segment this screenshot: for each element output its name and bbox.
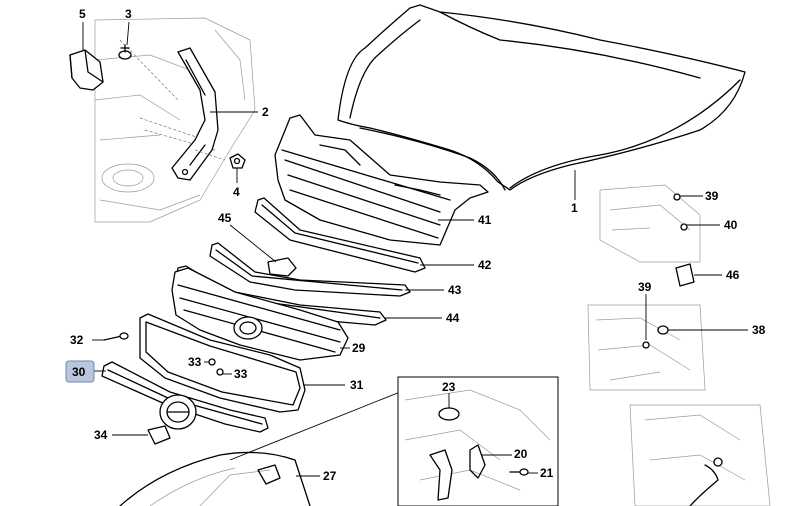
callout-30[interactable]: 30 (72, 365, 86, 379)
clip-33-upper[interactable] (208, 358, 216, 366)
hood-underside-sketch[interactable] (119, 451, 311, 506)
callout-43[interactable]: 43 (448, 283, 462, 297)
bracket-46[interactable] (675, 263, 695, 287)
nut-4[interactable] (229, 153, 246, 169)
detail-box-latch (397, 376, 559, 506)
callout-39-upper[interactable]: 39 (705, 189, 719, 203)
clip-40[interactable] (680, 223, 688, 231)
chrome-trim-strip[interactable] (209, 242, 411, 297)
bolt-21[interactable] (509, 468, 529, 476)
rubber-bumper-23[interactable] (438, 407, 460, 421)
bumper-38[interactable] (657, 325, 669, 335)
callout-42[interactable]: 42 (478, 258, 492, 272)
screw-3[interactable] (118, 44, 132, 60)
grille-clip[interactable] (267, 257, 297, 277)
engine-bay-background-sketch (94, 17, 256, 223)
callout-40[interactable]: 40 (724, 218, 738, 232)
callout-39-lower[interactable]: 39 (638, 280, 652, 294)
grille-bezel[interactable] (139, 313, 306, 413)
callout-34[interactable]: 34 (94, 428, 108, 442)
right-lower-sketch (629, 404, 771, 506)
hood-panel[interactable] (337, 4, 746, 191)
leader-45 (229, 224, 277, 263)
callout-1[interactable]: 1 (571, 201, 578, 215)
bolt-39-lower[interactable] (642, 341, 650, 349)
callout-21[interactable]: 21 (540, 466, 554, 480)
callout-20[interactable]: 20 (514, 447, 528, 461)
right-upper-sketch (599, 184, 701, 263)
emblem[interactable] (159, 394, 197, 430)
selected-callout-highlight (65, 360, 95, 383)
callout-33-lower[interactable]: 33 (234, 367, 248, 381)
callout-3[interactable]: 3 (125, 7, 132, 21)
grille-trim-strip[interactable] (254, 197, 426, 273)
callout-2[interactable]: 2 (262, 105, 269, 119)
hood-latch-20[interactable] (429, 444, 486, 501)
screw-32[interactable] (103, 332, 129, 341)
upper-grille[interactable] (274, 114, 489, 246)
callout-41[interactable]: 41 (478, 213, 492, 227)
clip-33-lower[interactable] (216, 368, 224, 376)
callout-29[interactable]: 29 (352, 341, 366, 355)
callout-44[interactable]: 44 (446, 311, 460, 325)
main-grille[interactable] (171, 267, 349, 361)
callout-4[interactable]: 4 (233, 185, 240, 199)
callout-32[interactable]: 32 (70, 333, 84, 347)
bolt-39-upper[interactable] (673, 193, 681, 201)
callout-46[interactable]: 46 (726, 268, 740, 282)
callout-38[interactable]: 38 (752, 323, 766, 337)
emblem-bracket[interactable] (147, 425, 171, 445)
callout-33-upper[interactable]: 33 (188, 355, 202, 369)
detail-link-line (229, 391, 401, 461)
callout-5[interactable]: 5 (79, 7, 86, 21)
callout-23[interactable]: 23 (442, 380, 456, 394)
leader-3 (126, 21, 130, 46)
callout-31[interactable]: 31 (350, 378, 364, 392)
callout-27[interactable]: 27 (323, 469, 337, 483)
rubber-pad[interactable] (69, 49, 104, 91)
callout-45[interactable]: 45 (218, 211, 232, 225)
front-end-bracket[interactable] (171, 47, 226, 181)
